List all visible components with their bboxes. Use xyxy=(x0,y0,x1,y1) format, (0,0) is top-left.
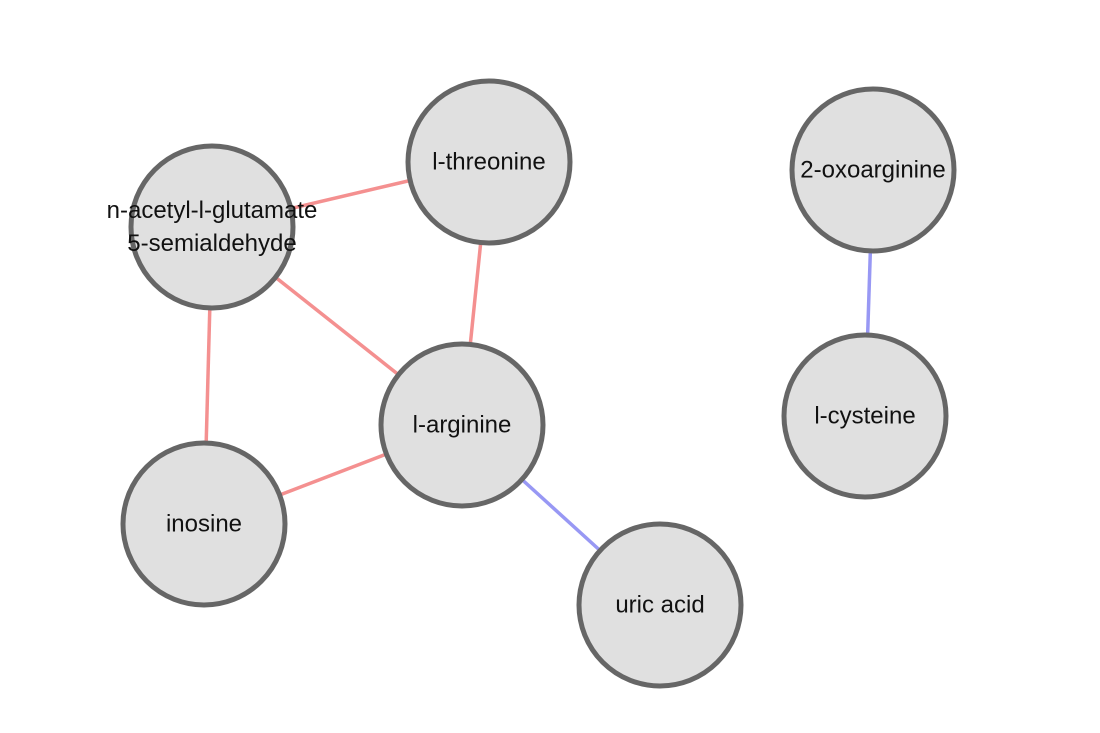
node-ino[interactable]: inosine xyxy=(120,440,288,608)
node-circle xyxy=(789,86,957,254)
node-circle xyxy=(128,143,296,311)
node-thr[interactable]: l-threonine xyxy=(405,78,573,246)
node-label: l-cysteine xyxy=(814,403,915,430)
node-label: inosine xyxy=(166,511,242,538)
node-label: 2-oxoarginine xyxy=(800,157,945,184)
node-label: n-acetyl-l-glutamate xyxy=(107,197,318,224)
node-label: uric acid xyxy=(615,592,704,619)
node-circle xyxy=(120,440,288,608)
node-label: l-arginine xyxy=(413,412,512,439)
node-uric[interactable]: uric acid xyxy=(576,521,744,689)
node-nag[interactable]: n-acetyl-l-glutamate 5-semialdehyde xyxy=(107,143,318,311)
node-circle xyxy=(576,521,744,689)
node-oxo[interactable]: 2-oxoarginine xyxy=(789,86,957,254)
node-circle xyxy=(781,332,949,500)
node-label: 5-semialdehyde xyxy=(127,230,296,257)
node-circle xyxy=(405,78,573,246)
node-label: l-threonine xyxy=(432,149,545,176)
node-arg[interactable]: l-arginine xyxy=(378,341,546,509)
node-circle xyxy=(378,341,546,509)
node-cys[interactable]: l-cysteine xyxy=(781,332,949,500)
nodes-layer: n-acetyl-l-glutamate 5-semialdehyde l-thre… xyxy=(107,78,957,689)
